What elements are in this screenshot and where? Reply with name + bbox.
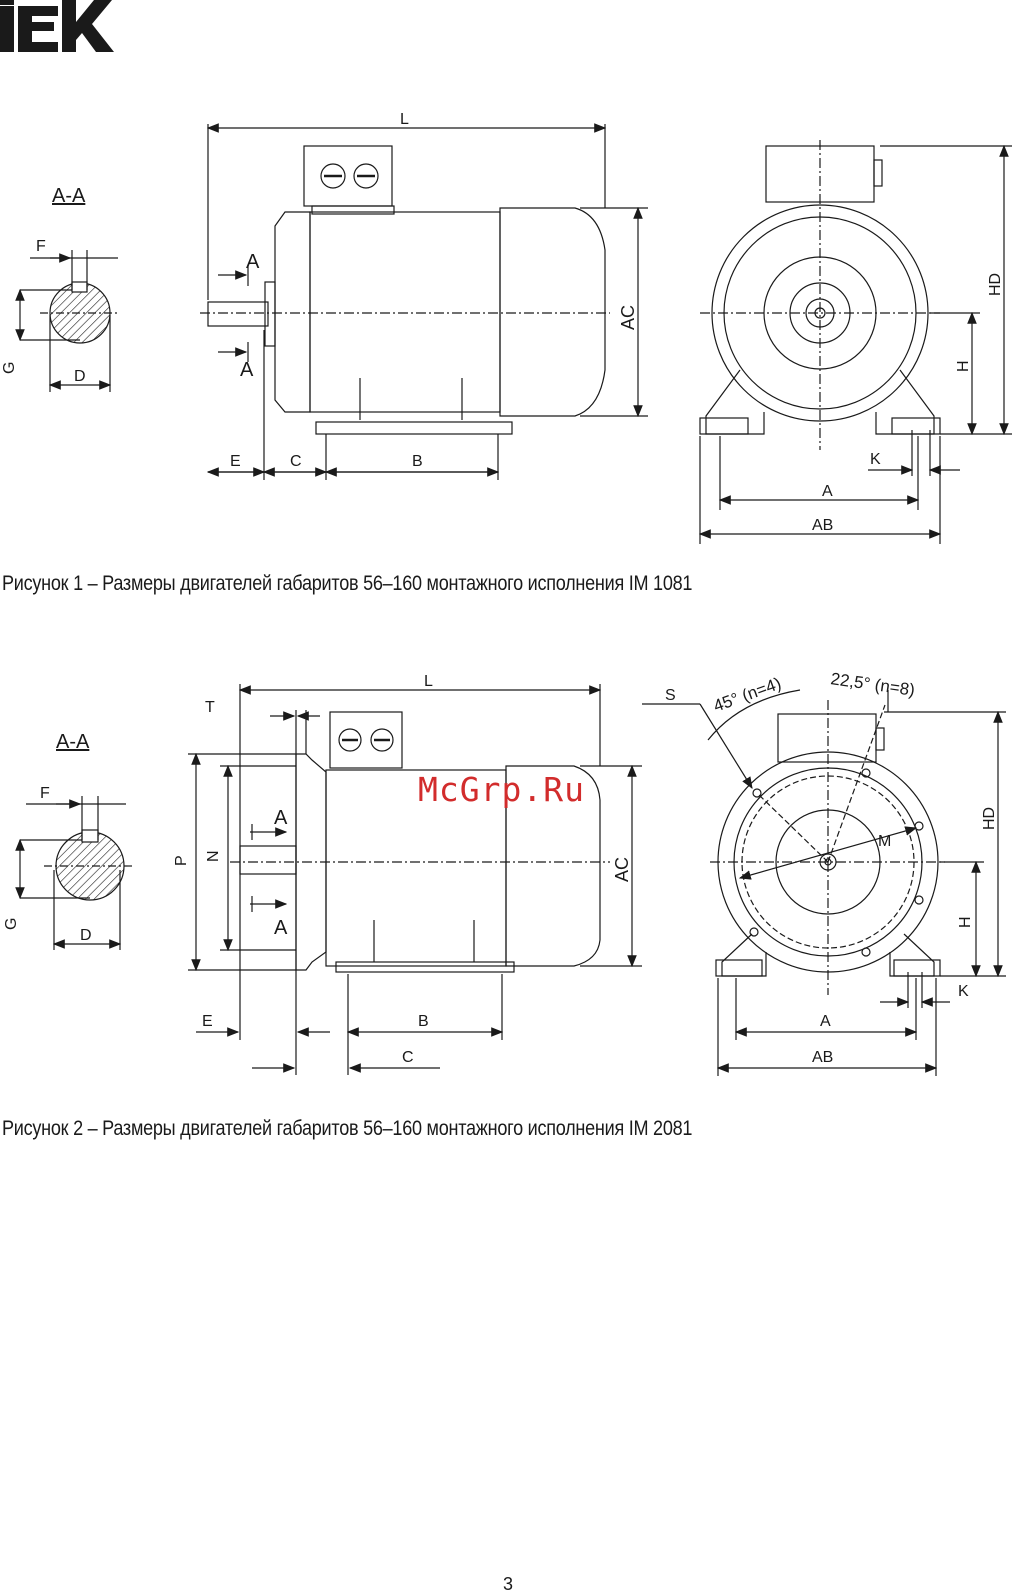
dim-label-h: H — [957, 916, 974, 928]
dim-label-a: A — [822, 483, 833, 500]
watermark: McGrp.Ru — [418, 770, 585, 809]
dim-label-c: C — [402, 1049, 414, 1066]
section-arrow-top-label: A — [274, 807, 288, 829]
dim-label-g: G — [3, 918, 20, 930]
page-number: 3 — [503, 1574, 513, 1595]
angle-label-22-5: 22,5° (n=8) — [829, 669, 916, 700]
dim-label-p: P — [173, 855, 190, 866]
dim-label-n: N — [205, 850, 222, 862]
dim-label-c: C — [290, 453, 302, 470]
section-arrow-bottom-label: A — [274, 917, 288, 939]
dim-label-t: T — [205, 699, 215, 716]
dim-label-l: L — [424, 673, 433, 690]
dim-label-g: G — [1, 362, 18, 374]
section-arrow-top-label: A — [246, 251, 260, 273]
section-label-a-a: A-A — [52, 185, 86, 207]
dim-label-e: E — [202, 1013, 213, 1030]
dim-label-hd: HD — [987, 273, 1004, 296]
dim-label-ab: AB — [812, 517, 833, 534]
dim-label-m: M — [878, 833, 891, 850]
dim-label-k: K — [958, 983, 969, 1000]
dim-label-b: B — [412, 453, 423, 470]
dim-label-ab: AB — [812, 1049, 833, 1066]
dim-label-d: D — [80, 927, 92, 944]
figure-1-drawing: A-A F G D L AC A A E C B HD H K A AB — [0, 100, 1034, 560]
figure-2-drawing: A-A F G D L T P N AC A A E B C S 45° (n=… — [0, 655, 1034, 1095]
iek-logo — [0, 0, 116, 56]
section-arrow-bottom-label: A — [240, 359, 254, 381]
dim-label-e: E — [230, 453, 241, 470]
dim-label-ac: AC — [612, 857, 632, 882]
section-label-a-a: A-A — [56, 731, 90, 753]
figure-1-caption: Рисунок 1 – Размеры двигателей габаритов… — [2, 572, 692, 596]
dim-label-f: F — [40, 785, 50, 802]
dim-label-a: A — [820, 1013, 831, 1030]
figure-2-caption: Рисунок 2 – Размеры двигателей габаритов… — [2, 1117, 692, 1141]
dim-label-f: F — [36, 238, 46, 255]
dim-label-b: B — [418, 1013, 429, 1030]
dim-label-hd: HD — [981, 807, 998, 830]
dim-label-ac: AC — [618, 305, 638, 330]
dim-label-d: D — [74, 368, 86, 385]
angle-label-45: 45° (n=4) — [711, 674, 784, 716]
dim-label-l: L — [400, 111, 409, 128]
dim-label-h: H — [955, 360, 972, 372]
dim-label-s: S — [665, 687, 676, 704]
dim-label-k: K — [870, 451, 881, 468]
